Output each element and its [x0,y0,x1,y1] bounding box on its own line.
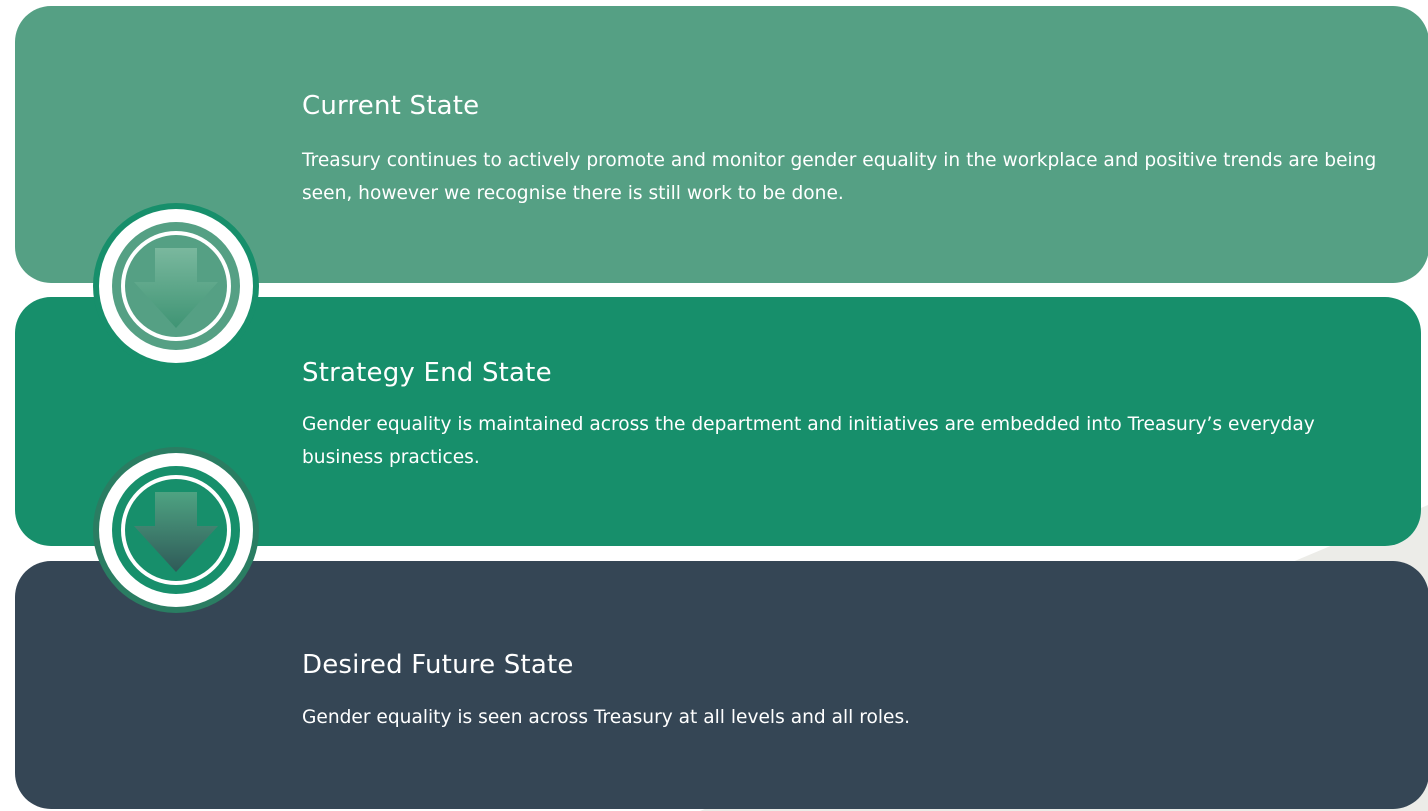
stage-card-desired-future-state: Desired Future State Gender equality is … [15,561,1428,809]
stage-title: Current State [302,91,480,121]
stage-description: Gender equality is maintained across the… [302,414,1315,468]
stage-description: Gender equality is seen across Treasury … [302,707,911,728]
down-arrow-icon [93,447,259,613]
stage-description: Treasury continues to actively promote a… [302,150,1377,204]
stage-title: Desired Future State [302,650,574,680]
stage-card-current-state: Current State Treasury continues to acti… [15,6,1428,283]
stage-title: Strategy End State [302,358,552,388]
down-arrow-icon [93,203,259,369]
